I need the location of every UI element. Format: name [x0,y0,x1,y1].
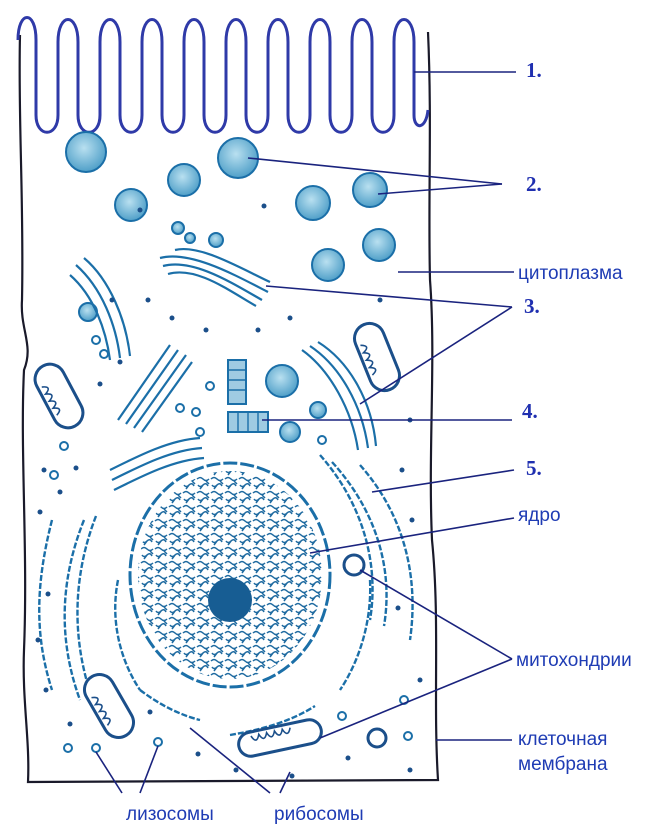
golgi-apparatus [70,249,376,490]
golgi-stack-top [160,249,270,306]
vesicle [115,189,147,221]
label-membrane-line1: клеточная [518,729,607,750]
label-cytoplasm: цитоплазма [518,263,623,284]
centriole [228,360,246,404]
mitochondrion [30,359,88,433]
microvilli [18,18,428,133]
label-3: 3. [524,294,540,318]
vesicle [280,422,300,442]
label-nucleus: ядро [518,505,561,526]
mitochondrion-cross-section [344,555,364,575]
vesicle [296,186,330,220]
vesicle [353,173,387,207]
label-2: 2. [526,172,542,196]
vesicle [266,365,298,397]
label-mitochondria: митохондрии [516,650,632,671]
vesicle [312,249,344,281]
vesicle [66,132,106,172]
mitochondrion [350,319,404,395]
label-5: 5. [526,456,542,480]
nucleus [130,463,330,687]
vesicle [185,233,195,243]
label-membrane-line2: мембрана [518,754,608,775]
label-4: 4. [522,399,538,423]
label-ribosomes: рибосомы [274,804,364,825]
vesicle [172,222,184,234]
leader-lines [96,72,516,793]
vesicle [168,164,200,196]
label-1: 1. [526,58,542,82]
centrioles [228,360,268,432]
label-lysosomes: лизосомы [126,804,214,825]
mitochondrion [79,669,139,743]
vesicle [310,402,326,418]
golgi-stack-center [118,345,192,432]
nucleolus [208,578,252,622]
vesicle [363,229,395,261]
vesicle [209,233,223,247]
mitochondrion-cross-section [368,729,386,747]
